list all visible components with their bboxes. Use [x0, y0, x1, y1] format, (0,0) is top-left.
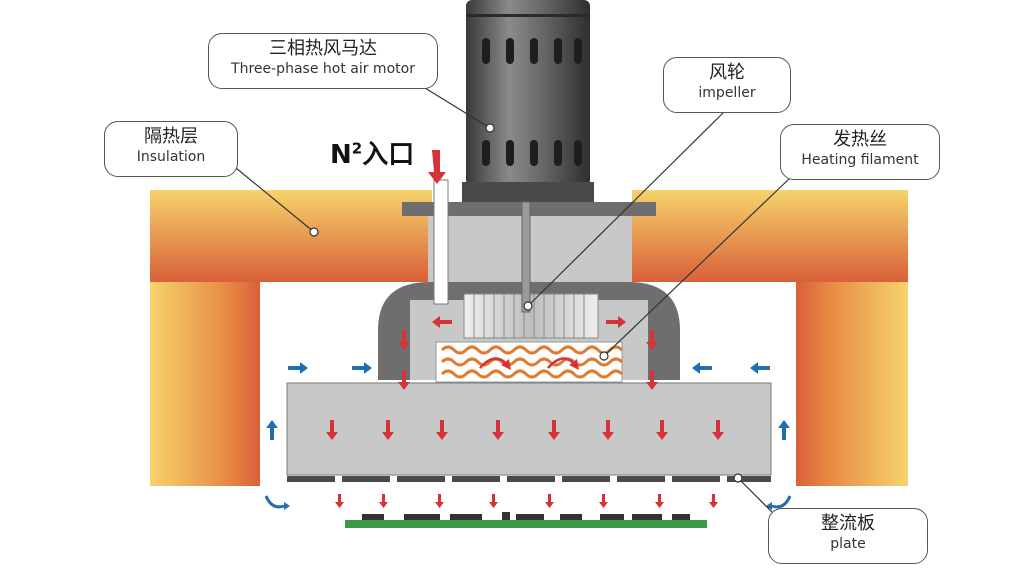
n2-base: N — [330, 140, 352, 170]
plate-label-en: plate — [830, 536, 866, 552]
leader-lines — [235, 87, 791, 513]
heating-callout: 发热丝 Heating filament — [780, 124, 940, 180]
insulation-label-cn: 隔热层 — [144, 126, 198, 147]
n2-subscript: 2 — [351, 139, 363, 158]
insulation-left — [150, 190, 432, 486]
plate-callout: 整流板 plate — [768, 508, 928, 564]
impeller-callout: 风轮 impeller — [663, 57, 791, 113]
rectifier-plate — [287, 476, 771, 482]
insulation-label-en: Insulation — [136, 149, 206, 165]
n2-inlet-pipe — [428, 150, 449, 305]
n2-inlet-arrow — [428, 150, 446, 184]
heating-label-en: Heating filament — [801, 152, 919, 168]
plate-label-cn: 整流板 — [821, 513, 875, 534]
heating-filament — [435, 341, 624, 383]
motor-label-en: Three-phase hot air motor — [231, 61, 415, 77]
pcb-board — [345, 512, 707, 528]
motor — [462, 0, 594, 313]
hot-air-arrows-down — [326, 330, 724, 508]
heating-label-cn: 发热丝 — [833, 129, 887, 150]
motor-callout: 三相热风马达 Three-phase hot air motor — [208, 33, 438, 89]
motor-shaft — [521, 201, 531, 313]
motor-label-cn: 三相热风马达 — [269, 38, 377, 59]
leader-dots — [309, 123, 743, 483]
impeller-label-cn: 风轮 — [709, 62, 745, 83]
insulation-right — [632, 190, 908, 486]
insulation-callout: 隔热层 Insulation — [104, 121, 238, 177]
impeller — [463, 293, 599, 339]
return-air-arrows — [264, 362, 792, 510]
n2-inlet-label: N2入口 — [330, 134, 414, 171]
impeller-side-arrows — [432, 316, 626, 328]
impeller-label-en: impeller — [698, 85, 756, 101]
n2-tail: 入口 — [362, 140, 415, 170]
flow-duct — [286, 382, 772, 476]
